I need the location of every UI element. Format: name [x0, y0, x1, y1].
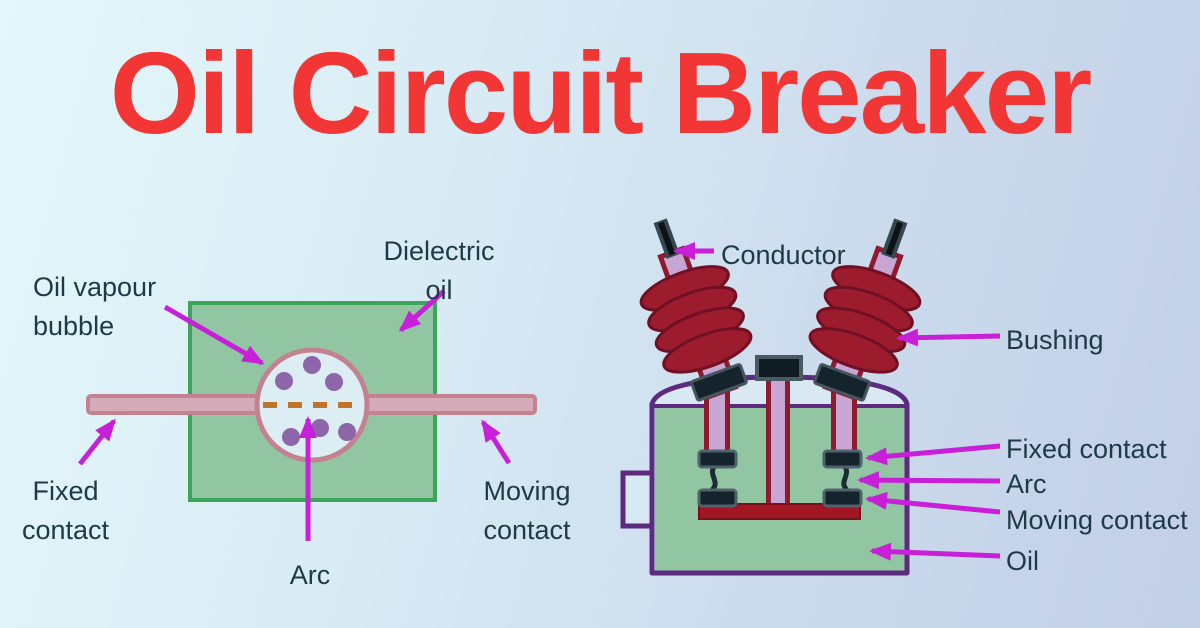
vapour-dot [338, 423, 356, 441]
conductor-core [885, 221, 904, 256]
fixed-contact-block [822, 449, 863, 469]
vapour-dot [325, 373, 343, 391]
vapour-dot [311, 419, 329, 437]
bushing-disc [808, 327, 899, 374]
label-bushing: Bushing [1006, 325, 1104, 355]
fixed-contact-block [697, 449, 738, 469]
label-moving-contact-left: Moving contact [483, 476, 571, 545]
tank-top-cap [755, 355, 803, 381]
right-diagram [620, 218, 1001, 576]
label-arc-right: Arc [1006, 469, 1047, 499]
label-moving-contact-right: Moving contact [1006, 505, 1188, 535]
arc-arrow [857, 471, 1001, 490]
moving-contact-arrow [480, 419, 512, 465]
bushing-arrow [896, 328, 1001, 347]
label-fixed-contact-right: Fixed contact [1006, 434, 1167, 464]
vapour-dot [303, 356, 321, 374]
right-arrows [673, 242, 1001, 561]
fixed-contact-arrow [865, 443, 1001, 466]
page-title: Oil Circuit Breaker [109, 28, 1093, 158]
label-conductor: Conductor [721, 240, 846, 270]
crosshead-bar [698, 503, 861, 520]
arc-right-curve [841, 464, 850, 492]
left-arrows [78, 289, 512, 541]
moving-contact-block [697, 488, 738, 508]
bushing-clamp [690, 363, 748, 402]
label-oil: Oil [1006, 546, 1039, 576]
vapour-dots [275, 356, 356, 446]
label-fixed-contact-left: Fixed contact [21, 476, 110, 545]
bushing-discs [808, 265, 922, 374]
bushing-discs [639, 265, 753, 374]
label-oil-vapour-bubble: Oil vapour bubble [33, 272, 157, 341]
oil-vapour-bubble-arrow [163, 304, 265, 366]
conductor-core [657, 221, 676, 256]
contact-blocks [697, 449, 863, 508]
oil-arrow [869, 542, 1001, 561]
arc-left-curve [709, 464, 718, 492]
label-dielectric-oil: Dielectric oil [383, 236, 495, 305]
moving-contact-arrow [865, 491, 1001, 515]
left-diagram [78, 289, 537, 541]
bushing-disc [662, 327, 753, 374]
left-bushing [639, 218, 753, 402]
right-bushing [808, 218, 922, 402]
dielectric-oil-arrow [398, 289, 446, 333]
vapour-dot [282, 428, 300, 446]
label-arc-left: Arc [289, 560, 331, 590]
bushing-clamp [813, 363, 871, 402]
fixed-contact-arrow [78, 418, 116, 466]
vapour-dot [275, 372, 293, 390]
moving-contact-block [822, 488, 863, 508]
